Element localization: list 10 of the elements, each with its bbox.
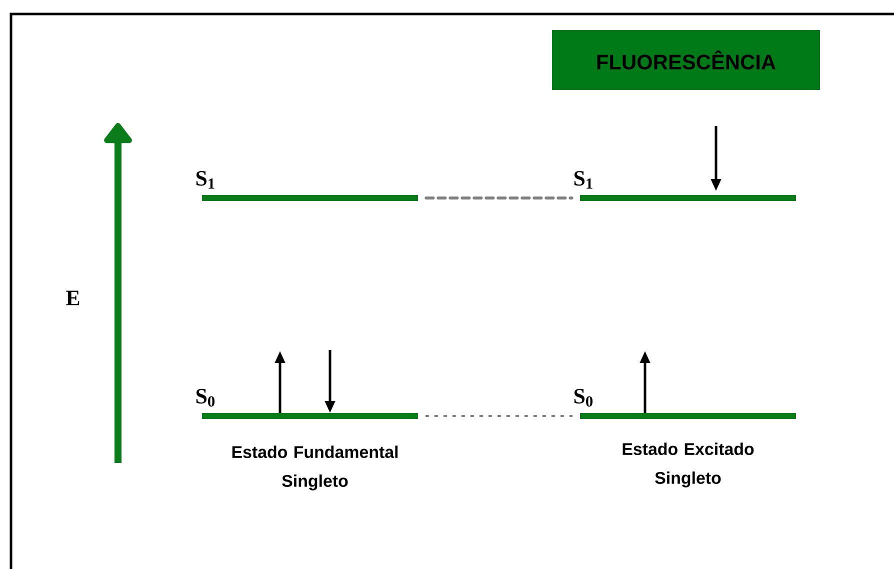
state-caption: Estado Excitado Singleto [622,442,754,488]
state-label: S$_{1}$ [196,170,214,189]
state-label: S$_{0}$ [574,388,593,407]
connector-line [424,196,574,200]
state-label: S$_{1}$ [574,170,592,189]
axis-label: E [66,290,80,306]
state-label: S$_{0}$ [196,388,215,407]
state-caption: Estado Fundamental Singleto [232,446,398,490]
connector-line [425,415,573,417]
title-box: FLUORESCÊNCIA [552,30,820,90]
